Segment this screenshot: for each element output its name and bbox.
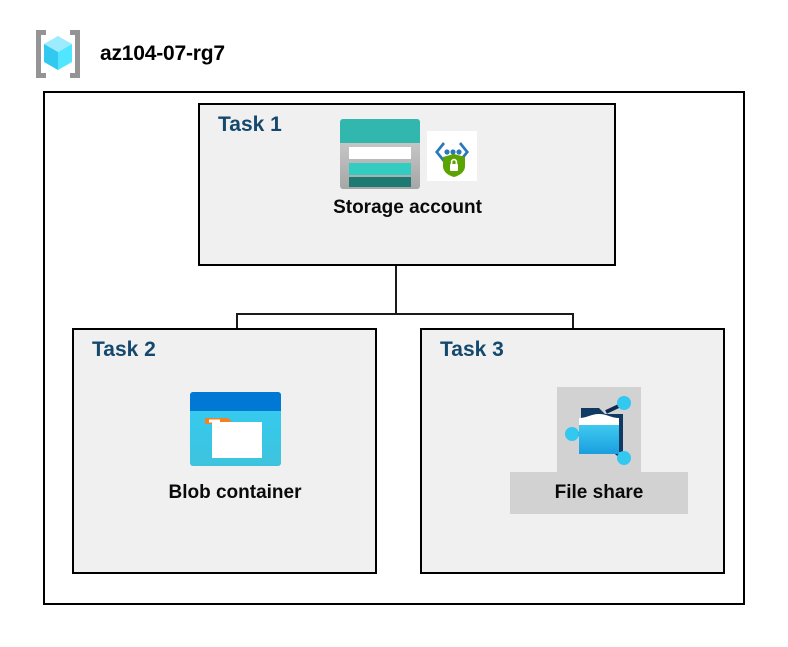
storage-account-caption: Storage account bbox=[333, 197, 482, 218]
file-share-icon-highlight bbox=[557, 387, 641, 472]
file-share-node[interactable]: File share bbox=[510, 387, 688, 514]
blob-container-node[interactable]: Blob container bbox=[135, 390, 335, 504]
blob-container-icon bbox=[189, 392, 281, 466]
blob-container-caption: Blob container bbox=[168, 482, 302, 503]
connector-horizontal-bus bbox=[236, 313, 574, 315]
storage-account-node[interactable]: Storage account bbox=[285, 117, 530, 219]
connector-storage-to-bus bbox=[395, 232, 397, 314]
resource-group-header: az104-07-rg7 bbox=[30, 26, 225, 82]
file-share-caption: File share bbox=[554, 482, 644, 503]
task-3-label: Task 3 bbox=[440, 338, 504, 361]
storage-account-icon-row bbox=[339, 117, 477, 191]
storage-account-icon bbox=[339, 119, 420, 189]
file-share-caption-highlight: File share bbox=[510, 472, 688, 514]
task-2-box[interactable]: Task 2 bbox=[72, 328, 377, 574]
task-2-label: Task 2 bbox=[92, 338, 156, 361]
task-1-label: Task 1 bbox=[218, 113, 282, 136]
resource-group-name: az104-07-rg7 bbox=[100, 42, 225, 65]
secure-endpoint-shield-icon bbox=[426, 131, 477, 181]
resource-group-cube-icon bbox=[36, 30, 80, 78]
file-share-icon bbox=[565, 395, 631, 465]
